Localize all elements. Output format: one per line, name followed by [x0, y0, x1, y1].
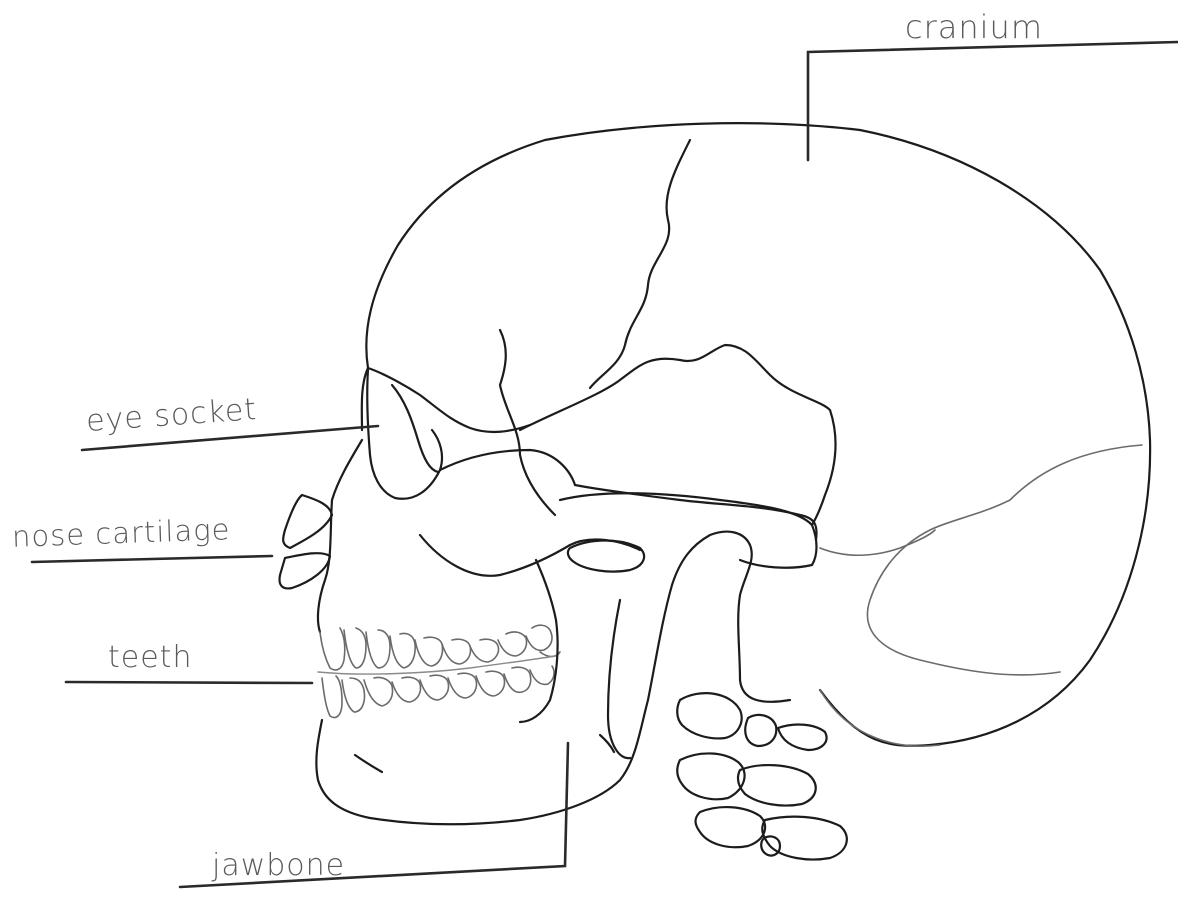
leader-lines — [32, 42, 1178, 887]
mastoid-line — [820, 690, 940, 746]
jaw-angle — [608, 600, 630, 758]
skull-drawing — [280, 123, 1151, 859]
nose-cartilage-lower — [280, 553, 331, 588]
jaw-chin-line — [355, 755, 382, 772]
vertebrae — [677, 693, 847, 859]
cranium-leader — [808, 42, 1178, 160]
nose-cartilage-leader — [32, 556, 272, 562]
ear-canal — [568, 541, 644, 572]
frontal-brow — [368, 368, 530, 432]
teeth-leader — [66, 682, 312, 683]
temporal-outline — [560, 493, 817, 567]
eye-socket-outline — [367, 370, 442, 499]
maxilla-line — [500, 330, 555, 515]
jawbone-label: jawbone — [212, 848, 345, 883]
eye-socket-inner — [392, 385, 438, 472]
nose-cartilage — [283, 495, 332, 548]
cheekbone — [440, 450, 817, 540]
occipital-inner — [820, 530, 935, 555]
cranium-outline — [366, 123, 1150, 746]
teeth-label: teeth — [108, 640, 192, 675]
cranium-label: cranium — [905, 8, 1043, 46]
face-front — [318, 440, 362, 632]
coronal-suture — [590, 140, 690, 388]
upper-teeth — [320, 625, 560, 670]
